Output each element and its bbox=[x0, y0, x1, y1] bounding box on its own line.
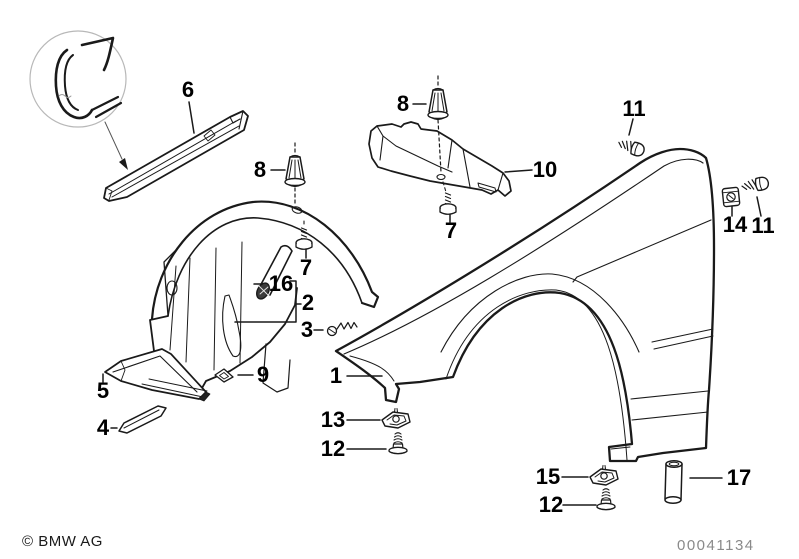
screw-rear-drawing bbox=[596, 488, 616, 511]
cage-nut-drawing bbox=[721, 186, 741, 208]
expanding-rivet-top bbox=[427, 75, 449, 173]
leader-11-top bbox=[628, 118, 634, 136]
sleeve-drawing bbox=[256, 244, 293, 300]
wheel-arch-cover-drawing bbox=[149, 200, 380, 396]
sill-profile-inset bbox=[29, 30, 128, 170]
clip-nut-rear-drawing bbox=[589, 464, 619, 486]
callout-screw-with-spring[interactable]: 3 bbox=[300, 317, 314, 342]
callout-triangle-cover[interactable]: 5 bbox=[96, 378, 110, 403]
callout-support-bracket[interactable]: 10 bbox=[532, 157, 558, 182]
screw-right-drawing bbox=[740, 175, 771, 195]
diagram-number: 00041134 bbox=[677, 537, 755, 554]
screw-top-drawing bbox=[615, 136, 647, 159]
callout-clip-nut-middle[interactable]: 13 bbox=[320, 407, 346, 432]
callout-screw-right[interactable]: 11 bbox=[751, 213, 775, 238]
callout-sleeve[interactable]: 16 bbox=[268, 271, 294, 296]
screw-middle-drawing bbox=[388, 432, 408, 455]
callout-expanding-rivet-top[interactable]: 8 bbox=[396, 91, 410, 116]
leader-lines bbox=[102, 101, 762, 506]
callout-screw-middle[interactable]: 12 bbox=[320, 436, 346, 461]
callout-gasket-strip[interactable]: 4 bbox=[96, 415, 110, 440]
callout-screw-top[interactable]: 11 bbox=[622, 96, 646, 121]
callout-clip-nut-rear[interactable]: 15 bbox=[535, 464, 561, 489]
leader-10 bbox=[504, 169, 533, 173]
callout-side-panel-fender[interactable]: 1 bbox=[329, 363, 343, 388]
callout-wheel-arch-cover[interactable]: 2 bbox=[301, 290, 315, 315]
screw-bracket-drawing bbox=[439, 181, 457, 215]
gasket-strip-drawing bbox=[118, 405, 167, 434]
callout-expanding-rivet-left[interactable]: 8 bbox=[253, 157, 267, 182]
callout-cage-nut[interactable]: 14 bbox=[722, 212, 748, 237]
expanding-rivet-left bbox=[284, 142, 306, 207]
inset-arrowhead bbox=[119, 158, 128, 170]
leader-2-16 bbox=[234, 280, 302, 323]
callout-screw-rear[interactable]: 12 bbox=[538, 492, 564, 517]
clip-nut-middle-drawing bbox=[381, 407, 411, 429]
sill-strip-drawing bbox=[103, 110, 249, 202]
callout-diamond-clip[interactable]: 9 bbox=[256, 362, 270, 387]
screw-with-spring-drawing bbox=[326, 321, 358, 337]
buffer-sleeve-drawing bbox=[664, 460, 683, 504]
leader-6 bbox=[188, 101, 195, 134]
copyright-text: © BMW AG bbox=[22, 533, 103, 550]
fender-drawing bbox=[334, 147, 716, 463]
leader-11-right bbox=[756, 196, 762, 217]
callout-sill-strip[interactable]: 6 bbox=[181, 77, 195, 102]
screw-front-drawing bbox=[295, 220, 313, 250]
callout-screw-bracket[interactable]: 7 bbox=[444, 218, 458, 243]
triangle-cover-drawing bbox=[104, 348, 211, 402]
callout-screw-front[interactable]: 7 bbox=[299, 255, 313, 280]
callout-buffer-sleeve[interactable]: 17 bbox=[726, 465, 752, 490]
